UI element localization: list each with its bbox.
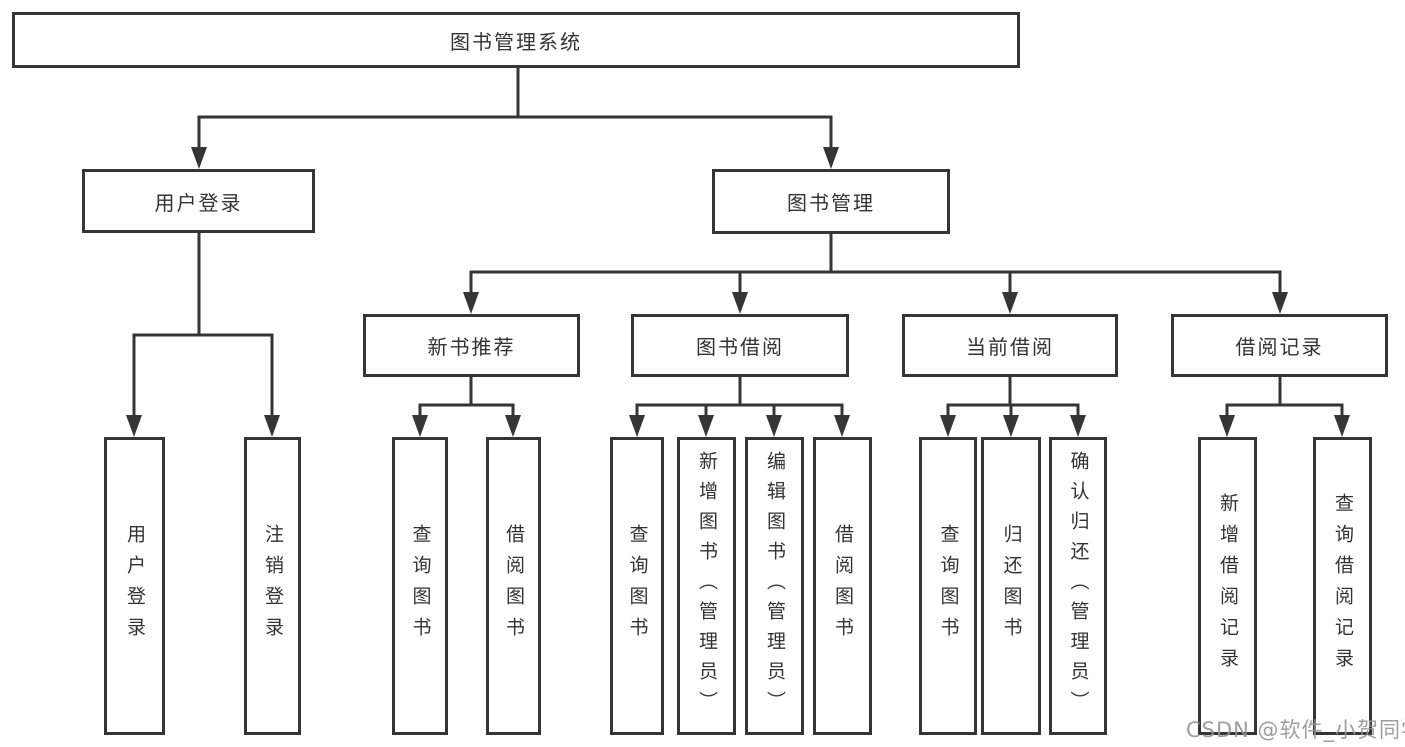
connector-user-login-children [126,231,280,437]
node-root: 图书管理系统 [12,12,1020,68]
leaf-logout: 注销登录 [244,437,301,735]
leaf-add-book-admin: 新增图书（管理员） [677,437,736,735]
node-user-login: 用户登录 [82,169,315,233]
leaf-edit-book-admin: 编辑图书（管理员） [745,437,804,735]
connector-root-to-level2 [191,66,839,169]
connector-book-borrow-children [629,375,850,437]
node-book-management: 图书管理 [712,169,950,234]
node-borrow-records: 借阅记录 [1171,314,1388,377]
leaf-query-books-current: 查询图书 [919,437,977,735]
leaf-query-borrow-record: 查询借阅记录 [1313,437,1372,735]
leaf-return-book: 归还图书 [981,437,1041,735]
connector-book-management-to-level3 [463,232,1288,314]
connector-borrow-records-children [1219,375,1350,437]
node-new-book-recommend: 新书推荐 [363,314,580,377]
connector-new-books-children [412,375,521,437]
leaf-borrow-books-recommend: 借阅图书 [486,437,541,735]
leaf-query-books-recommend: 查询图书 [392,437,448,735]
node-current-borrow: 当前借阅 [902,314,1118,377]
leaf-borrow-books: 借阅图书 [813,437,872,735]
leaf-confirm-return-admin: 确认归还（管理员） [1049,437,1107,735]
node-book-borrow: 图书借阅 [631,314,849,377]
connector-current-borrow-children [940,375,1086,437]
watermark: CSDN @软件_小贺同学 [1186,718,1405,742]
leaf-query-books-borrow: 查询图书 [610,437,664,735]
leaf-add-borrow-record: 新增借阅记录 [1198,437,1257,735]
leaf-user-login: 用户登录 [104,437,165,735]
